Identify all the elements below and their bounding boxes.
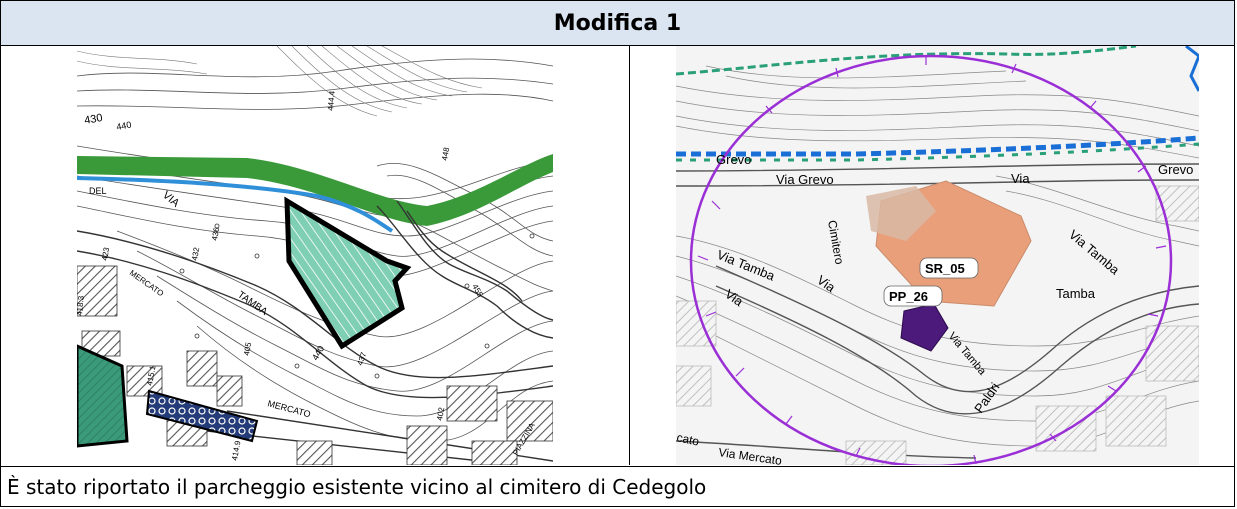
map-label-via-1: Via (1011, 171, 1030, 186)
contour-label-430: 430 (83, 112, 103, 127)
elevation-444-4: 444.4 (326, 90, 337, 111)
map-label-tamba: Tamba (1056, 286, 1096, 301)
map-label-via-tamba-2: Via Tamba (715, 247, 778, 284)
table-header: Modifica 1 (1, 1, 1234, 46)
road-label-del: DEL (89, 186, 107, 196)
contour-label-440: 440 (116, 120, 133, 132)
elevation-405: 405 (242, 341, 253, 356)
map-label-grevo-2: Grevo (1158, 162, 1193, 177)
map-label-sr05: SR_05 (925, 261, 965, 276)
map-label-via-grevo: Via Grevo (776, 172, 834, 187)
elevation-437: 437 (355, 351, 368, 367)
map-label-via-tamba-3: Via Tamba (946, 330, 989, 378)
map-label-via-mercato: Via Mercato (718, 445, 783, 465)
elevation-436: 436 (210, 226, 221, 241)
right-map-cell: Grevo Via Grevo Via Grevo Via Tamba Cimi… (630, 46, 1234, 465)
elevation-448: 448 (440, 146, 451, 161)
elevation-432: 432 (190, 246, 201, 261)
map-label-via-tamba-1: Via Tamba (1066, 227, 1123, 278)
caption-text: È stato riportato il parcheggio esistent… (7, 474, 707, 499)
elevation-418-3: 418.3 (77, 295, 86, 316)
after-map-drawing: Grevo Via Grevo Via Grevo Via Tamba Cimi… (676, 46, 1199, 465)
map-label-via-2: Via (814, 272, 838, 295)
road-label-mercato-1: MERCATO (128, 268, 165, 298)
map-label-cato: cato (676, 430, 701, 448)
elevation-414-9: 414.9 (230, 440, 242, 462)
map-label-grevo-1: Grevo (716, 152, 751, 167)
left-map-cell: 430 440 VIA DEL TAMBA MERCATO MERCATO 41… (1, 46, 630, 465)
table-title: Modifica 1 (553, 10, 682, 36)
after-map: Grevo Via Grevo Via Grevo Via Tamba Cimi… (676, 46, 1199, 465)
map-label-cimitero: Cimitero (825, 219, 847, 266)
caption-row: È stato riportato il parcheggio esistent… (1, 466, 1234, 506)
elevation-415-1: 415.1 (145, 365, 157, 387)
before-map: 430 440 VIA DEL TAMBA MERCATO MERCATO 41… (77, 46, 553, 465)
map-label-pp26: PP_26 (889, 289, 928, 304)
road-label-via: VIA (160, 189, 182, 210)
road-label-mercato-2: MERCATO (266, 398, 311, 419)
elevation-402: 402 (435, 406, 446, 421)
before-map-drawing: 430 440 VIA DEL TAMBA MERCATO MERCATO 41… (77, 46, 553, 465)
elevation-423: 423 (100, 246, 111, 261)
